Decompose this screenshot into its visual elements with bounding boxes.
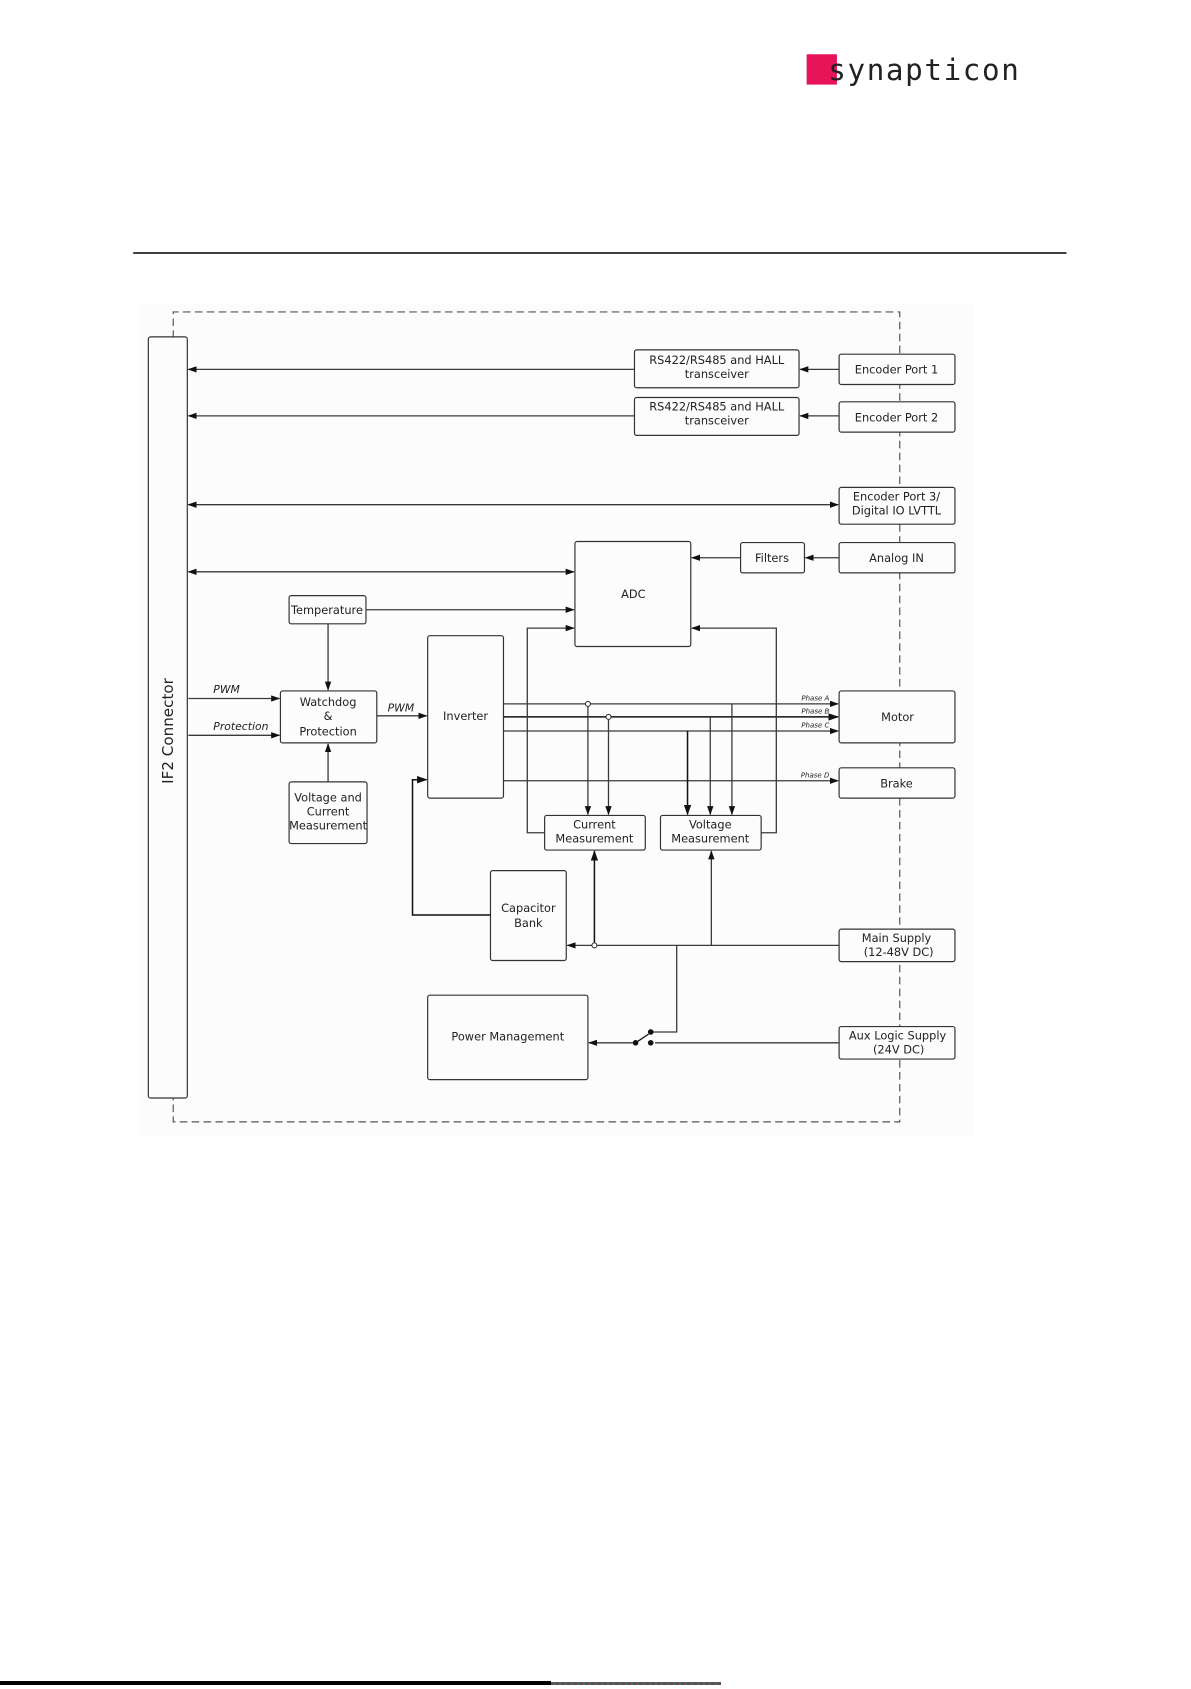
encoder-port-1-label: Encoder Port 1	[855, 363, 938, 377]
phase-b-label: Phase B	[801, 707, 829, 716]
temperature-block: Temperature	[288, 595, 367, 625]
synapticon-logo: synapticon	[806, 53, 1020, 87]
brake-block: Brake	[838, 767, 956, 799]
vc-measurement-line3: Measurement	[289, 819, 368, 833]
motor-label: Motor	[881, 710, 914, 724]
if2-connector-label: IF2 Connector	[159, 677, 177, 783]
encoder-port-2-label: Encoder Port 2	[855, 410, 938, 424]
rs422-2-line2: transceiver	[685, 414, 749, 428]
rs422-transceiver-2: RS422/RS485 and HALL transceiver	[633, 396, 800, 436]
encoder-port-3: Encoder Port 3/ Digital IO LVTTL	[838, 486, 956, 525]
encoder-port-3-line1: Encoder Port 3/	[853, 489, 940, 503]
supply-selector-switch-icon	[632, 1029, 654, 1046]
inverter-label: Inverter	[443, 709, 488, 723]
encoder-port-2: Encoder Port 2	[838, 401, 956, 433]
wire-bus-to-switch	[651, 945, 678, 1033]
current-measurement-line2: Measurement	[555, 832, 634, 846]
motor-block: Motor	[838, 690, 956, 744]
filters-label: Filters	[755, 551, 789, 565]
adc-label: ADC	[621, 587, 646, 601]
wire-capacitor-to-inverter	[411, 775, 491, 916]
wire-voltage-meas-to-adc	[690, 624, 777, 834]
current-measurement-block: Current Measurement	[544, 814, 646, 851]
main-supply-line2: (12-48V DC)	[864, 945, 934, 959]
capacitor-bank-line2: Bank	[514, 916, 543, 930]
current-measurement-line1: Current	[573, 817, 616, 831]
phase-d-label: Phase D	[801, 771, 830, 780]
watchdog-line3: Protection	[299, 724, 356, 738]
rs422-2-line1: RS422/RS485 and HALL	[649, 399, 785, 413]
watchdog-line2: &	[324, 709, 333, 723]
vc-measurement-line1: Voltage and	[294, 790, 362, 804]
logo-square	[806, 54, 837, 85]
capacitor-bank-block: Capacitor Bank	[489, 870, 567, 962]
if2-connector-box	[147, 336, 188, 1099]
analog-in-block: Analog IN	[838, 541, 956, 574]
phase-c-label: Phase C	[801, 721, 829, 730]
main-supply-block: Main Supply (12-48V DC)	[838, 928, 956, 963]
if2-connector: IF2 Connector	[147, 336, 188, 1099]
voltage-measurement-block: Voltage Measurement	[659, 814, 762, 851]
watchdog-protection-block: Watchdog & Protection	[279, 690, 378, 744]
analog-in-label: Analog IN	[869, 551, 924, 565]
phase-a-label: Phase A	[801, 694, 829, 703]
brake-label: Brake	[880, 776, 913, 790]
power-management-label: Power Management	[451, 1030, 564, 1044]
inverter-block: Inverter	[427, 635, 505, 799]
vc-measurement-line2: Current	[307, 804, 350, 818]
power-management-block: Power Management	[427, 994, 589, 1081]
watchdog-line1: Watchdog	[300, 695, 357, 709]
filters-block: Filters	[739, 541, 806, 574]
footer-rule	[0, 1681, 551, 1685]
logo-text: synapticon	[828, 53, 1020, 87]
main-supply-line1: Main Supply	[862, 931, 932, 945]
temperature-label: Temperature	[290, 603, 363, 617]
encoder-port-3-line2: Digital IO LVTTL	[852, 503, 942, 517]
pwm-out-label: PWM	[388, 701, 415, 714]
capacitor-bank-line1: Capacitor	[501, 901, 556, 915]
aux-supply-line1: Aux Logic Supply	[849, 1029, 947, 1043]
connections	[187, 366, 840, 1046]
aux-logic-supply-block: Aux Logic Supply (24V DC)	[838, 1025, 956, 1060]
junction-b	[605, 713, 612, 720]
junction-bus	[591, 942, 598, 949]
wire-current-meas-to-adc	[526, 624, 575, 834]
rs422-1-line2: transceiver	[685, 367, 749, 381]
voltage-measurement-line1: Voltage	[689, 817, 732, 831]
voltage-current-measurement-block: Voltage and Current Measurement	[288, 781, 368, 845]
adc-block: ADC	[574, 540, 692, 648]
pwm-in-label: PWM	[213, 683, 240, 696]
encoder-port-1: Encoder Port 1	[838, 353, 956, 386]
footer-rule-segment	[551, 1682, 721, 1685]
rs422-1-line1: RS422/RS485 and HALL	[649, 353, 785, 367]
junction-a	[584, 700, 591, 707]
aux-supply-line2: (24V DC)	[873, 1043, 924, 1057]
protection-in-label: Protection	[213, 720, 268, 733]
rs422-transceiver-1: RS422/RS485 and HALL transceiver	[633, 349, 800, 389]
voltage-measurement-line2: Measurement	[671, 832, 750, 846]
